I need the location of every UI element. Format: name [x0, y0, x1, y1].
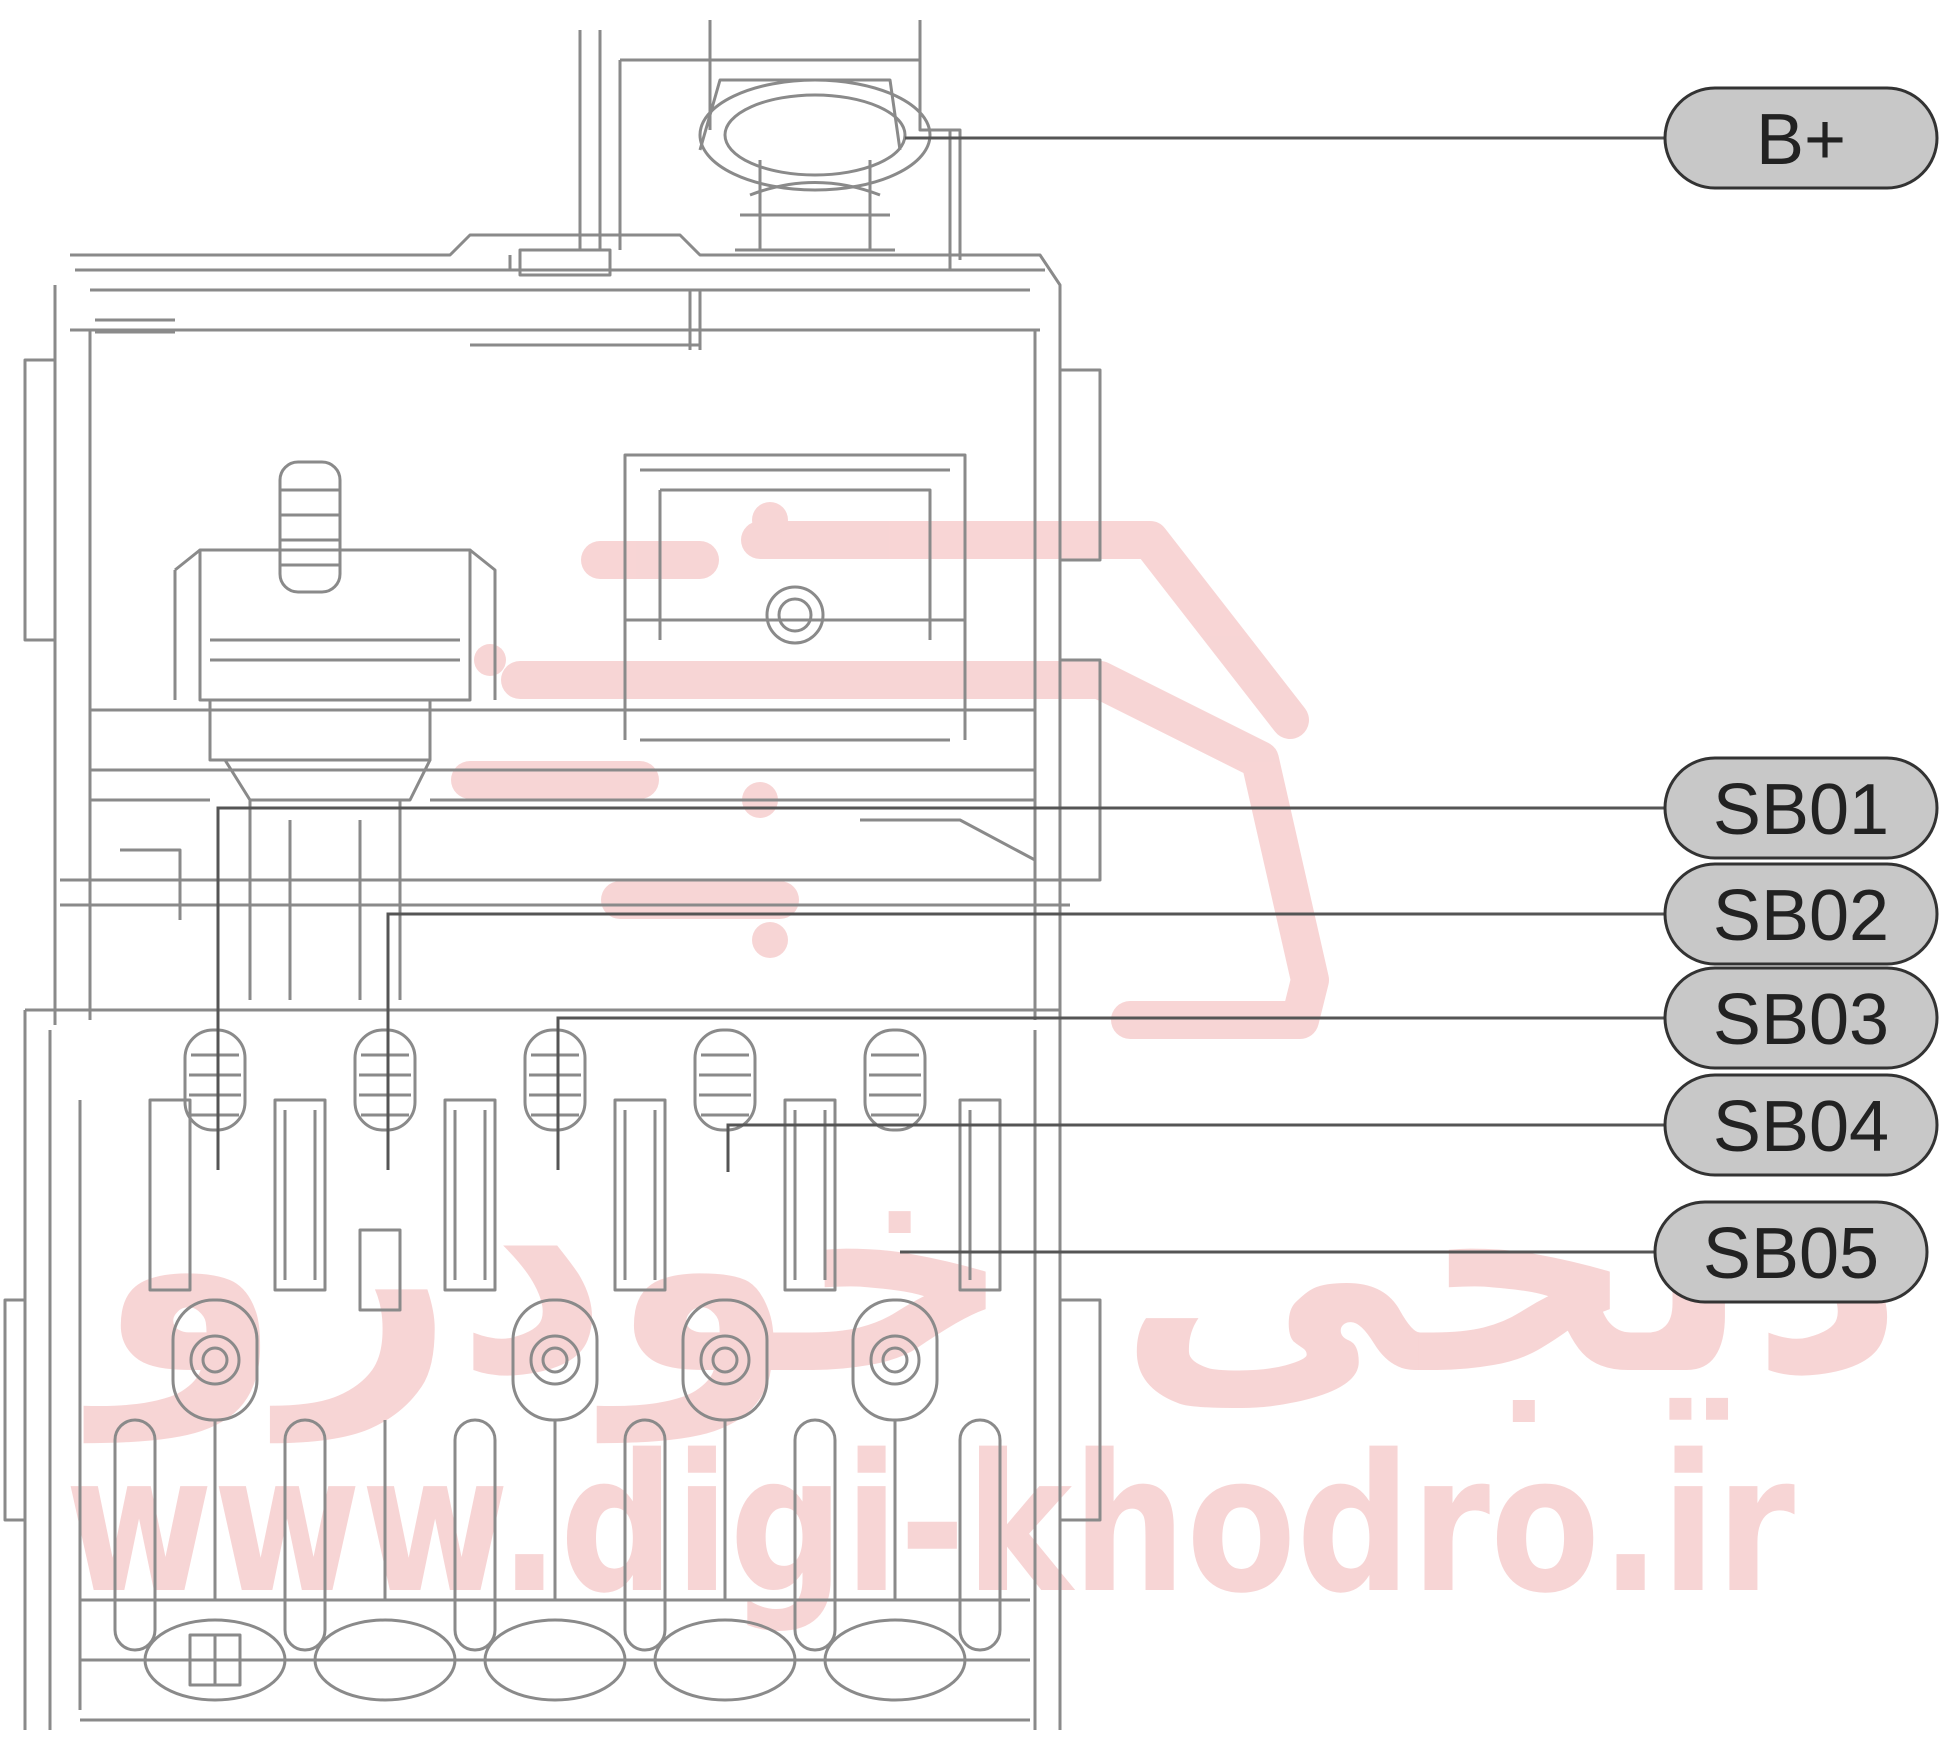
leader-lines [216, 136, 1665, 1254]
fuse-box-drawing [3, 20, 1102, 1730]
watermark: دیجی خودرو www.digi-khodro.ir [65, 502, 1904, 1635]
label-sb05[interactable]: SB05 [1653, 1200, 1929, 1304]
label-sb02[interactable]: SB02 [1663, 862, 1939, 966]
leader-sb03 [556, 1016, 1665, 1170]
fuse-box-upper-body [23, 233, 1102, 1025]
cable-bosses [143, 1618, 967, 1702]
upper-spring-terminals [183, 1028, 927, 1132]
label-b-plus-text: B+ [1756, 100, 1846, 180]
ground-stud [173, 460, 497, 1000]
label-sb02-text: SB02 [1713, 876, 1889, 956]
label-sb01-text: SB01 [1713, 770, 1889, 850]
watermark-url-text: www.digi-khodro.ir [65, 1414, 1795, 1635]
label-b-plus[interactable]: B+ [1663, 86, 1939, 190]
watermark-url: www.digi-khodro.ir [65, 1414, 1795, 1635]
watermark-brand-text: دیجی خودرو [82, 1092, 1904, 1445]
watermark-car-icon [451, 521, 1329, 1039]
label-sb04-text: SB04 [1713, 1087, 1889, 1167]
label-sb03-text: SB03 [1713, 980, 1889, 1060]
label-sb04[interactable]: SB04 [1663, 1073, 1939, 1177]
top-connector-block [623, 453, 967, 742]
label-sb03[interactable]: SB03 [1663, 966, 1939, 1070]
b-plus-terminal-housing [578, 20, 962, 270]
leader-sb04 [726, 1123, 1665, 1172]
callout-labels: B+ SB01 SB02 SB03 SB04 SB05 [1653, 86, 1939, 1304]
leader-sb01 [216, 806, 1665, 1170]
watermark-brand: دیجی خودرو [82, 1092, 1904, 1445]
label-sb01[interactable]: SB01 [1663, 756, 1939, 860]
leader-sb02 [386, 912, 1665, 1170]
label-sb05-text: SB05 [1703, 1214, 1879, 1294]
mid-busbar [60, 708, 1070, 920]
terminal-slots [113, 1418, 1002, 1652]
fuse-blades [148, 1098, 1002, 1312]
